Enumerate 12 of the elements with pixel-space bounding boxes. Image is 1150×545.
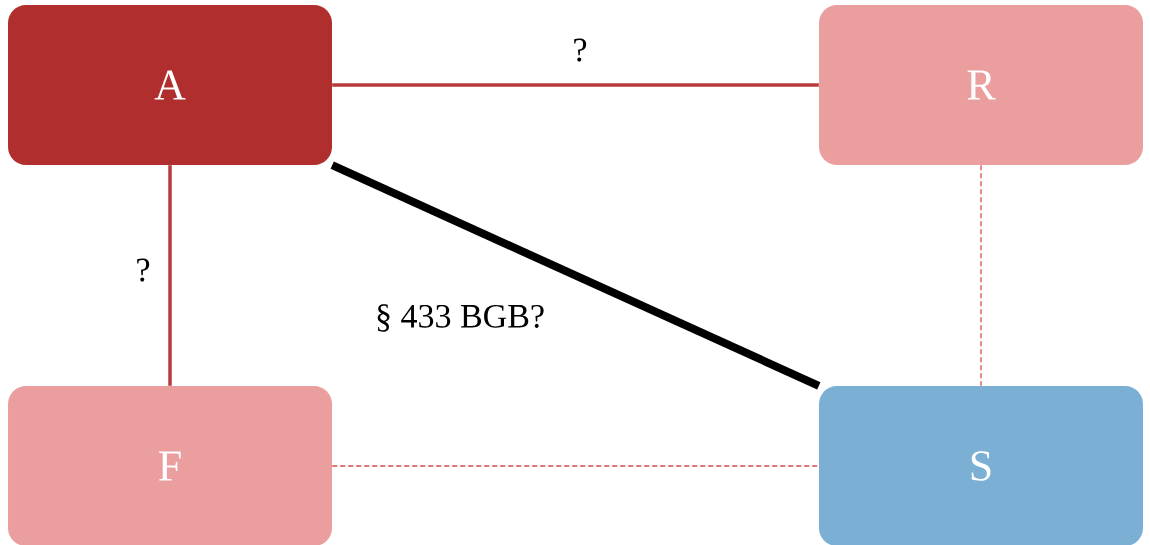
party-box: R xyxy=(819,5,1143,165)
edge-label: ? xyxy=(570,36,590,64)
connector-line xyxy=(331,465,820,467)
edge-label: § 433 BGB? xyxy=(373,302,547,334)
party-box: S xyxy=(819,386,1143,545)
connector-line xyxy=(332,83,819,87)
edge-label: ? xyxy=(133,256,153,284)
connector-line xyxy=(330,161,821,390)
connector-line xyxy=(980,164,982,387)
party-box: A xyxy=(8,5,332,165)
party-box: F xyxy=(8,386,332,545)
connector-line xyxy=(168,165,172,386)
